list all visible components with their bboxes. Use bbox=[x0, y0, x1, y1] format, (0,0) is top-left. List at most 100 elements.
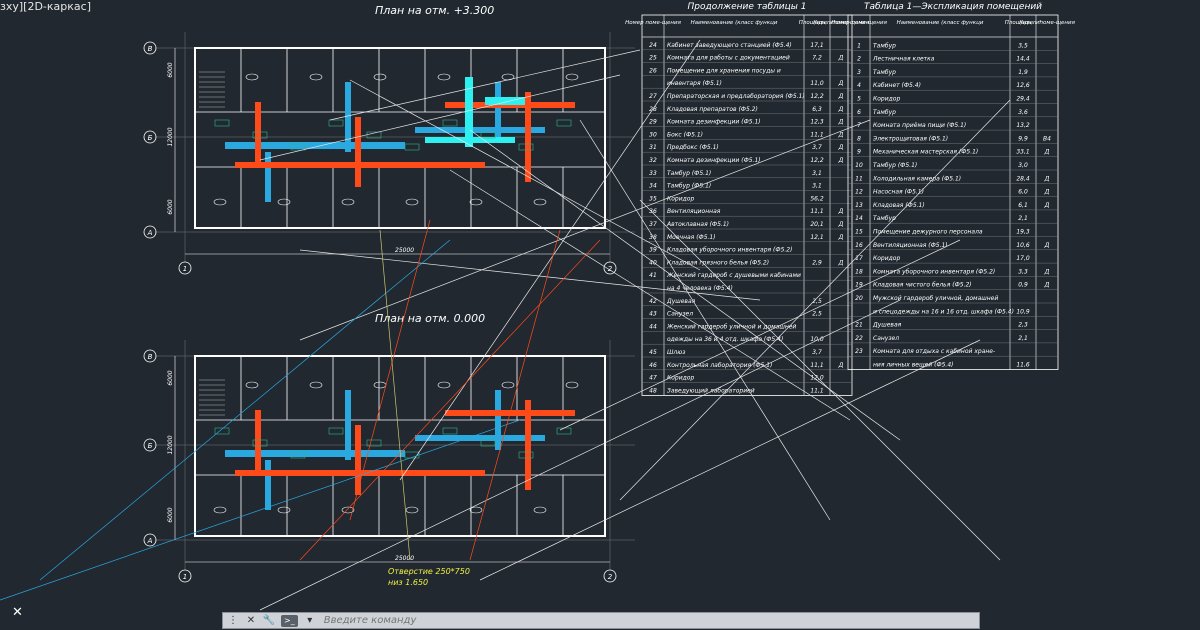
table1-table-cell: 21 bbox=[855, 322, 863, 329]
upper-tag bbox=[518, 143, 534, 151]
continued-table-cell: 3,1 bbox=[812, 170, 822, 177]
settings-icon[interactable]: 🔧 bbox=[262, 615, 276, 626]
lower-dim-bottom-label: 25000 bbox=[395, 555, 414, 562]
upper-axis-row-label: Б bbox=[148, 134, 153, 142]
table1-table-cell: 7 bbox=[857, 122, 861, 129]
continued-table-cell: Заведующий лабораторией bbox=[667, 387, 755, 394]
upper-diffuser bbox=[469, 198, 483, 206]
lower-diffuser bbox=[405, 506, 419, 514]
upper-cyan-duct bbox=[465, 77, 473, 147]
continued-table-cell: 42 bbox=[649, 298, 657, 305]
upper-axis-col-bubble bbox=[603, 261, 617, 275]
leader-line bbox=[469, 129, 901, 441]
table1-table-cell: 6,0 bbox=[1018, 189, 1028, 196]
table1-table-cell: 3,5 bbox=[1018, 42, 1028, 49]
command-line[interactable]: ⋮ ✕ 🔧 >_ ▾ bbox=[222, 612, 980, 629]
continued-table-cell: 56,2 bbox=[810, 195, 824, 202]
table1-table-cell: 8 bbox=[857, 135, 861, 142]
table1-table-cell: Д bbox=[1044, 242, 1050, 249]
continued-table-cell: 39 bbox=[649, 247, 657, 254]
continued-table-cell: Д bbox=[838, 259, 844, 266]
table1-table-cell: Тамбур bbox=[873, 42, 896, 49]
chevron-down-icon[interactable]: ▾ bbox=[307, 615, 313, 626]
table1-table-cell: Тамбур bbox=[873, 215, 896, 222]
continued-table-cell: Препараторская и предлаборатория (Ф5.1) bbox=[667, 93, 805, 100]
upper-axis-row-bubble bbox=[143, 130, 157, 144]
upper-supply-duct bbox=[235, 162, 435, 168]
lower-diffuser bbox=[213, 506, 227, 514]
lower-diffuser bbox=[501, 381, 515, 389]
continued-table-cell: 11,1 bbox=[810, 387, 823, 394]
table1-table-cell: 20 bbox=[855, 295, 863, 302]
table1-table-cell: Кабинет (Ф5.4) bbox=[873, 82, 921, 89]
command-line-handle[interactable]: ⋮ bbox=[228, 615, 238, 626]
continued-table-cell: Контрольная лаборатория (Ф5.1) bbox=[667, 362, 772, 369]
table1-table-cell: 14 bbox=[855, 215, 863, 222]
continued-table-cell: 6,3 bbox=[812, 106, 822, 113]
continued-table-cell: 31 bbox=[649, 144, 657, 151]
lower-exhaust-duct bbox=[495, 390, 501, 450]
upper-tag bbox=[480, 131, 496, 139]
upper-exhaust-duct bbox=[225, 142, 405, 149]
prompt-icon[interactable]: >_ bbox=[281, 614, 298, 627]
leader-line bbox=[259, 74, 621, 161]
table1-table-cell: Лестничная клетка bbox=[872, 56, 935, 63]
viewport-label[interactable]: зху][2D-каркас] bbox=[0, 0, 91, 13]
table1-table-cell: 2,3 bbox=[1018, 322, 1028, 329]
table1-table-cell: 17,0 bbox=[1016, 255, 1030, 262]
continued-table-cell: 41 bbox=[649, 272, 657, 279]
table1-table-cell: 29,4 bbox=[1016, 96, 1030, 103]
continued-table-cell: 25 bbox=[649, 55, 657, 62]
continued-table-cell: 12,0 bbox=[810, 375, 824, 382]
table1-table-cell: 15 bbox=[855, 229, 863, 236]
continued-table-cell: 32 bbox=[649, 157, 657, 164]
table1-table-cell: 12,6 bbox=[1016, 82, 1030, 89]
lower-outer-wall bbox=[194, 355, 606, 537]
continued-table-cell: 10,0 bbox=[810, 336, 824, 343]
table1-table-cell: 17 bbox=[855, 255, 863, 262]
leader-line bbox=[479, 339, 981, 581]
continued-table-cell: 12,3 bbox=[810, 119, 824, 126]
leader-line bbox=[299, 119, 871, 341]
continued-table-cell: Коридор bbox=[667, 375, 694, 382]
continued-table-cell: Комната для работы с документацией bbox=[667, 55, 790, 62]
lower-axis-row-label: Б bbox=[148, 442, 153, 450]
continued-table-header-cell: Номер поме-щения bbox=[625, 20, 681, 26]
continued-table-cell: 27 bbox=[649, 93, 657, 100]
lower-tag bbox=[328, 427, 344, 435]
table1-table-cell: Душевая bbox=[872, 322, 902, 329]
upper-supply-duct bbox=[525, 92, 531, 182]
continued-table-cell: Вентиляционная bbox=[667, 208, 721, 215]
continued-table-cell: Д bbox=[838, 55, 844, 62]
upper-axis-col-label: 1 bbox=[183, 265, 187, 273]
upper-axis-row-label: В bbox=[148, 45, 153, 53]
command-input[interactable] bbox=[321, 614, 975, 627]
lower-supply-duct bbox=[525, 400, 531, 490]
upper-exhaust-duct bbox=[495, 82, 501, 142]
table1-table-cell: 9 bbox=[857, 149, 861, 156]
continued-table-cell: 11,0 bbox=[810, 80, 824, 87]
table1-table-cell: Механическая мастерская (Ф5.1) bbox=[873, 149, 978, 156]
upper-axis-row-label: А bbox=[147, 229, 153, 237]
table1-table-title: Таблица 1—Экспликация помещений bbox=[864, 2, 1042, 12]
upper-diffuser bbox=[373, 73, 387, 81]
upper-exhaust-duct bbox=[415, 127, 545, 133]
continued-table-cell: Женский гардероб уличной и домашней bbox=[666, 323, 796, 330]
upper-diffuser bbox=[245, 73, 259, 81]
continued-table-cell: Д bbox=[838, 119, 844, 126]
upper-outer-wall bbox=[194, 47, 606, 229]
table1-table-header-cell: Площадь, м² bbox=[1005, 19, 1042, 26]
continued-table-cell: Женский гардероб с душевыми кабинами bbox=[666, 272, 801, 279]
leader-line bbox=[329, 49, 641, 121]
continued-table-title: Продолжение таблицы 1 bbox=[688, 2, 807, 12]
upper-dim-left-label: 6000 bbox=[167, 199, 174, 214]
upper-diffuser bbox=[277, 198, 291, 206]
lower-diffuser bbox=[533, 506, 547, 514]
continued-table-cell: 2,9 bbox=[812, 259, 822, 266]
close-icon[interactable]: ✕ bbox=[246, 615, 256, 626]
table1-table-cell: 3 bbox=[857, 69, 861, 76]
leader-line bbox=[639, 199, 1001, 561]
continued-table-cell: на 4 человека (Ф5.4) bbox=[667, 285, 733, 292]
upper-axis-row-bubble bbox=[143, 41, 157, 55]
